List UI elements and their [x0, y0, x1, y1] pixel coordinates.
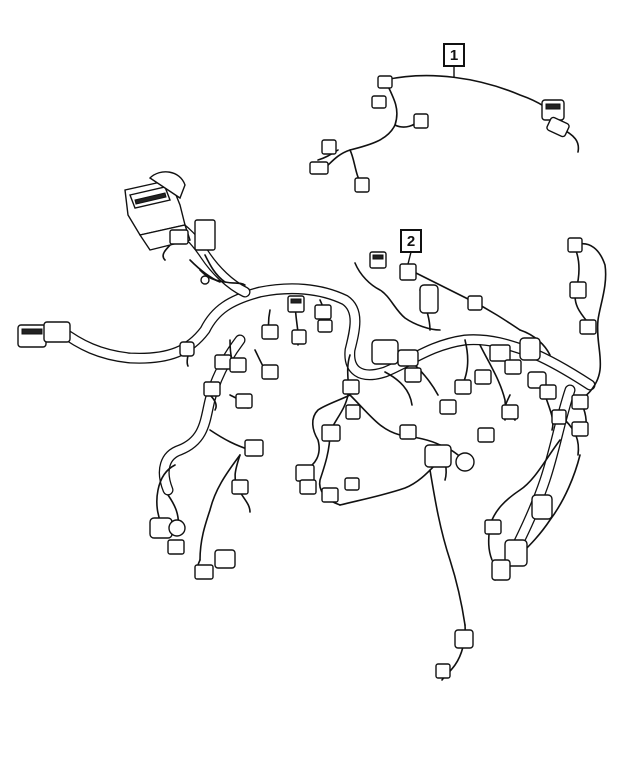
harness-1: [309, 74, 580, 193]
left-end-connector: [17, 321, 71, 348]
harness-2: [17, 171, 607, 681]
pcm-connector: [124, 171, 216, 251]
harness-2-connectors: [149, 237, 597, 679]
callout-1-label: 1: [450, 47, 458, 64]
callout-1: 1: [443, 43, 465, 78]
callout-2-label: 2: [407, 233, 415, 250]
harness-1-connector: [309, 75, 570, 193]
callout-2: 2: [400, 229, 422, 265]
